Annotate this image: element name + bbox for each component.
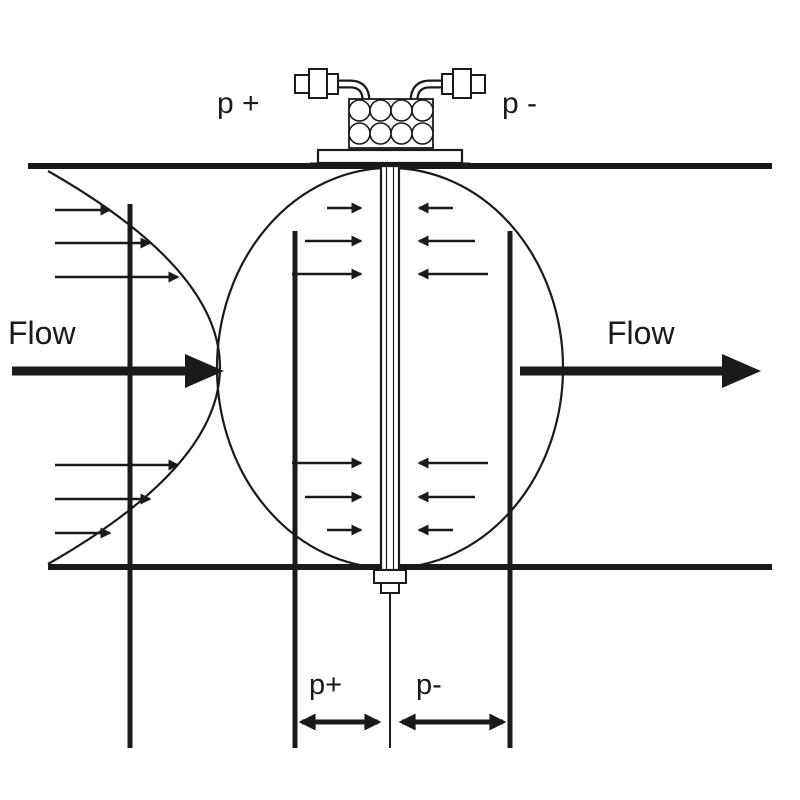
manifold-valve-circle [390,99,413,122]
manifold-valve-circle [369,122,392,145]
flow-indication-right: Flow [520,315,761,388]
averaging-pitot-probe [373,164,407,748]
manifold-valve-circle [411,122,434,145]
mounting-flange [316,148,464,165]
probe-end-tip [380,582,400,594]
manifold-valve-circle [348,99,371,122]
tap-label-high: p + [217,87,260,120]
impulse-tube-left [337,81,369,102]
flow-label-right: Flow [607,315,675,351]
pressure-zone-dimensions: p+ p- [298,669,507,731]
compression-fitting-right-cap [470,74,486,94]
flow-arrow-right-head [722,354,761,388]
compression-fitting-left-body [326,73,339,95]
manifold-valve-circle [348,122,371,145]
flow-label-left: Flow [8,315,76,351]
flow-arrow-left-head [185,354,224,388]
compression-fitting-right-body [441,73,454,95]
manifold-valve-circle [390,122,413,145]
instrument-head: p + p - [217,68,537,165]
impulse-tube-right [411,81,443,102]
zone-label-low: p- [416,669,442,701]
tap-label-low: p - [502,87,537,120]
zone-label-high: p+ [309,669,342,701]
probe-body [379,164,401,572]
probe-end-nut [373,569,407,584]
flow-indication-left: Flow [8,315,224,388]
upstream-velocity-profile [47,170,222,748]
manifold-valve-circle [411,99,434,122]
compression-fitting-left-nut [308,68,328,99]
compression-fitting-right-nut [452,68,472,99]
manifold-valve-circle [369,99,392,122]
compression-fitting-left-cap [294,74,310,94]
